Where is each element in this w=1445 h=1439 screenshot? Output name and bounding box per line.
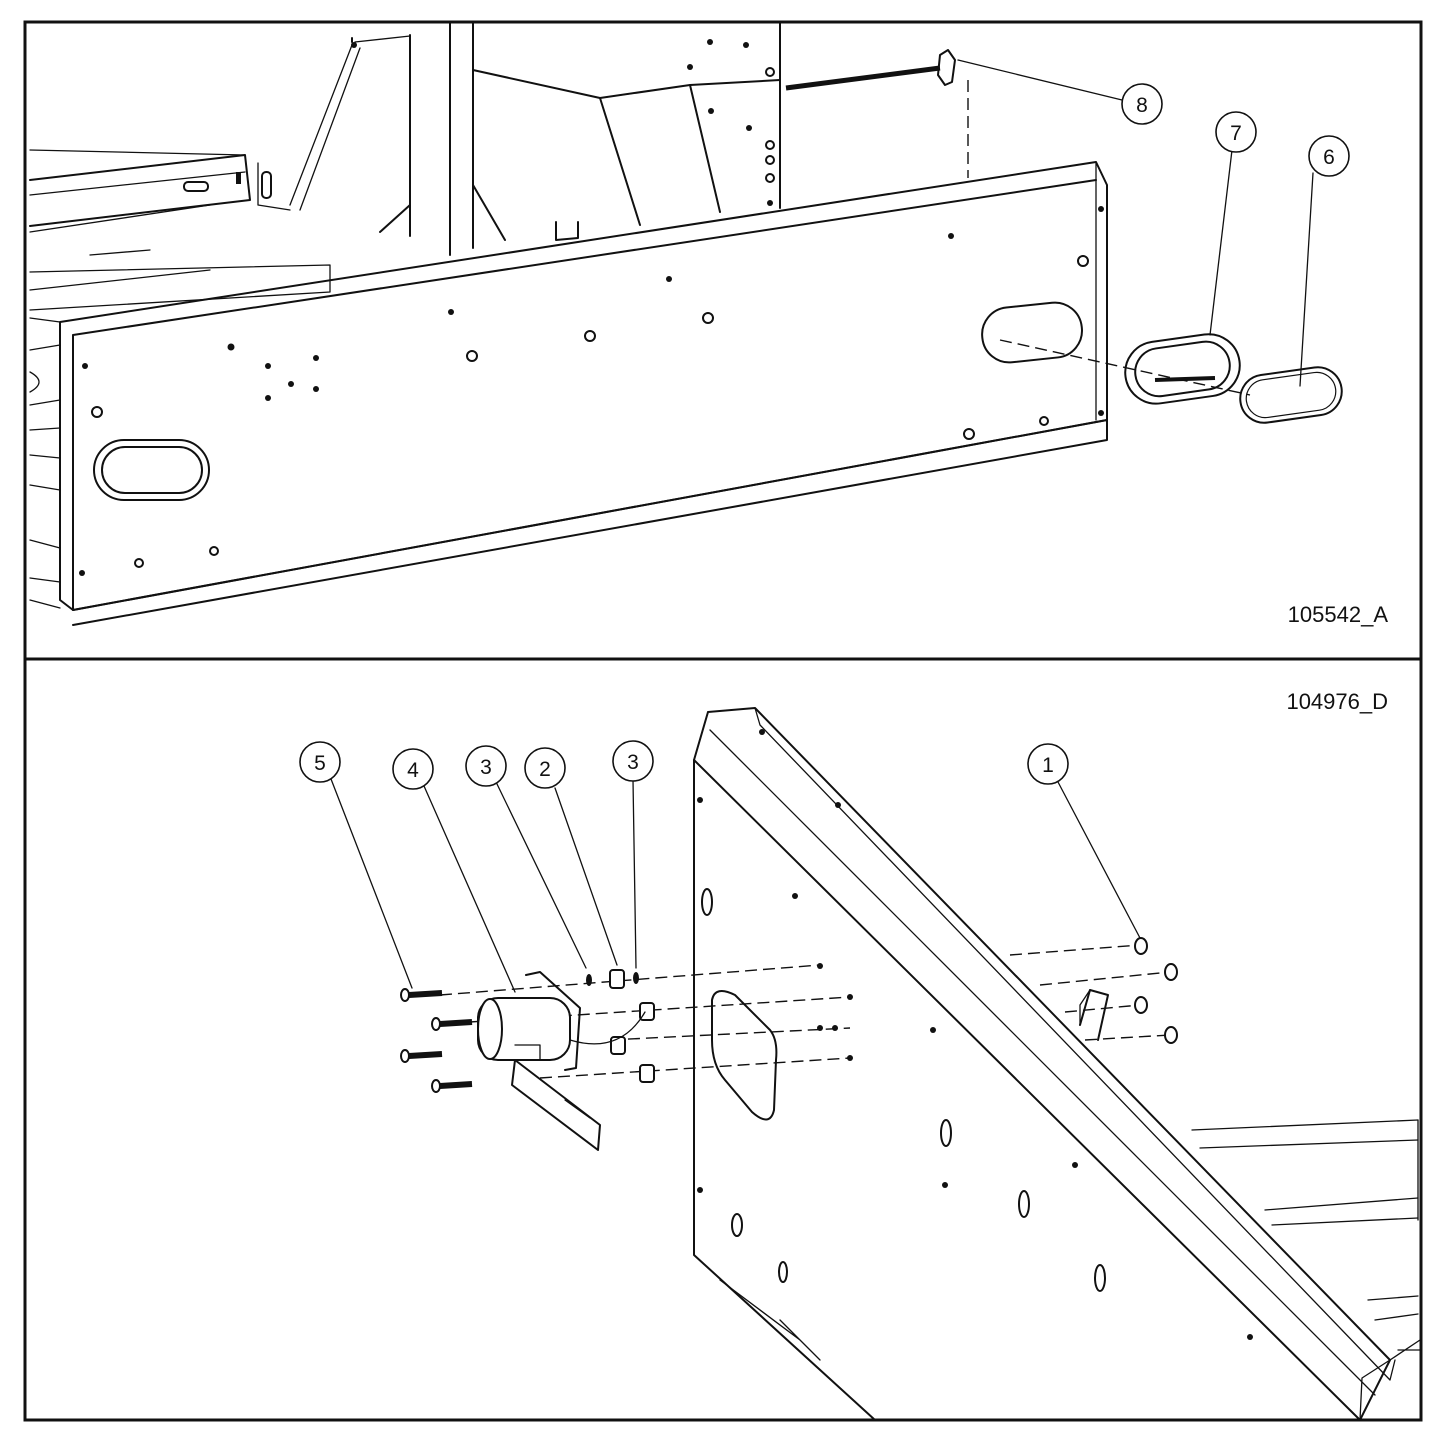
drawing-code-bottom: 104976_D [1286, 689, 1388, 714]
svg-text:3: 3 [627, 751, 639, 774]
svg-text:5: 5 [314, 752, 326, 775]
nuts-part-1 [1134, 937, 1178, 1044]
callout-4: 4 [392, 748, 434, 790]
plate-holes [697, 729, 1253, 1340]
lamp-part-6 [1239, 366, 1343, 424]
svg-text:7: 7 [1230, 122, 1242, 145]
callout-5: 5 [299, 741, 341, 783]
light-bracket-part-4 [477, 971, 646, 1151]
svg-text:3: 3 [480, 756, 492, 779]
callout-1: 1 [1027, 743, 1069, 785]
upright-holes [351, 39, 775, 206]
panel-frame-bottom [23, 657, 1423, 1422]
callout-3-left: 3 [465, 745, 507, 787]
svg-text:1: 1 [1042, 754, 1054, 777]
callout-2: 2 [524, 747, 566, 789]
drawing-code-top: 105542_A [1288, 602, 1389, 627]
grommet-part-7 [1124, 333, 1241, 405]
callout-3-right: 3 [612, 740, 654, 782]
callout-7: 7 [1215, 111, 1257, 153]
top-assembly-drawing [29, 21, 1343, 626]
rail-holes [79, 206, 1104, 576]
callout-8: 8 [1121, 83, 1163, 125]
callout-6: 6 [1308, 135, 1350, 177]
svg-text:2: 2 [539, 758, 551, 781]
svg-text:8: 8 [1136, 94, 1148, 117]
bolts-part-5 [400, 988, 473, 1093]
svg-text:4: 4 [407, 759, 419, 782]
svg-text:6: 6 [1323, 146, 1335, 169]
bottom-assembly-drawing [330, 707, 1422, 1421]
spacers-parts-2-3 [586, 963, 853, 1083]
